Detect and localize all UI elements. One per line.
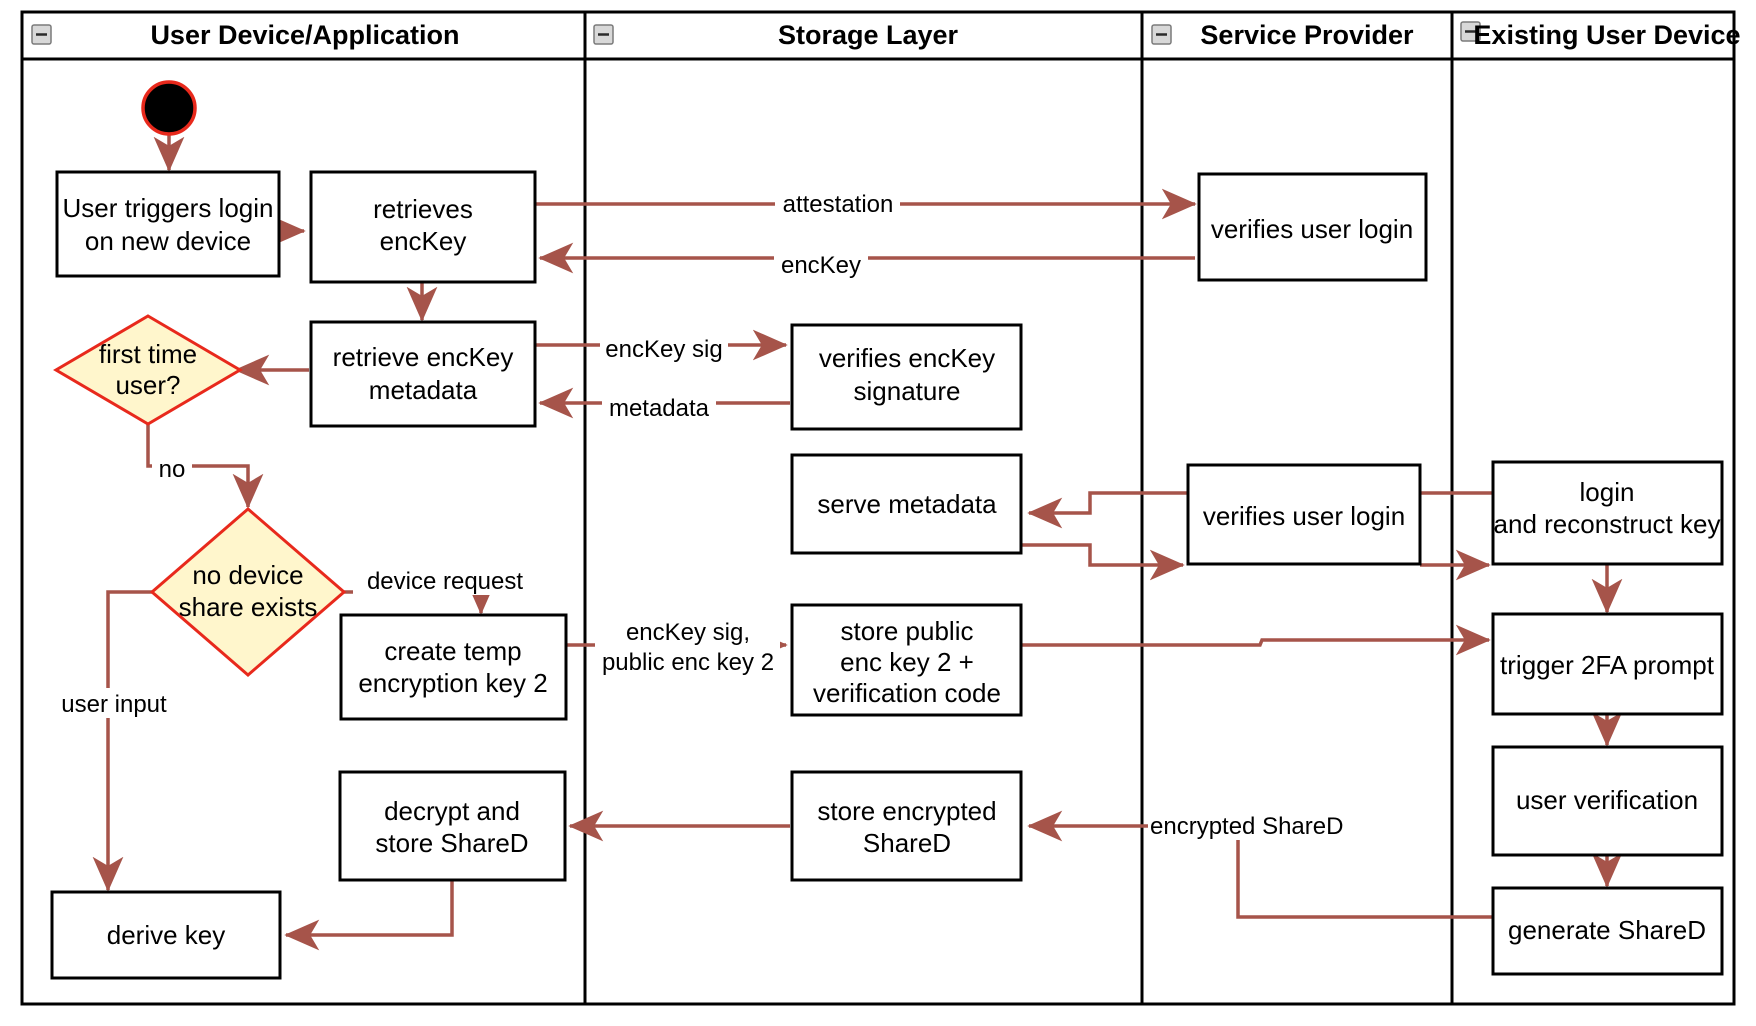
- svg-text:public enc key 2: public enc key 2: [602, 649, 774, 676]
- svg-text:create temp: create temp: [384, 636, 521, 666]
- decision-first-time-user[interactable]: first time user?: [53, 314, 243, 426]
- svg-text:login: login: [1580, 477, 1635, 507]
- edge-user-input: [92, 590, 156, 892]
- svg-text:signature: signature: [854, 376, 961, 406]
- edge-label-no: no: [152, 453, 192, 483]
- node-store-public-enc-key[interactable]: store public enc key 2 + verification co…: [790, 603, 1023, 717]
- node-verifies-user-login-2[interactable]: verifies user login: [1186, 463, 1422, 566]
- edge-store-public-to-2fa: [1022, 624, 1491, 656]
- edge-label-enckey-sig-pub: encKey sig, public enc key 2: [595, 615, 780, 677]
- svg-text:first time: first time: [99, 339, 197, 369]
- svg-text:store encrypted: store encrypted: [817, 796, 996, 826]
- initial-node[interactable]: [141, 80, 197, 136]
- lane-header-existing-device[interactable]: Existing User Device: [1460, 20, 1741, 50]
- lane-title-service-provider: Service Provider: [1200, 20, 1414, 50]
- svg-text:user verification: user verification: [1516, 785, 1698, 815]
- lane-title-existing-device: Existing User Device: [1473, 20, 1740, 50]
- svg-text:no device: no device: [192, 560, 303, 590]
- svg-text:serve metadata: serve metadata: [817, 489, 997, 519]
- svg-text:encKey sig: encKey sig: [605, 336, 722, 363]
- svg-text:retrieves: retrieves: [373, 194, 473, 224]
- edge-label-attestation: attestation: [775, 186, 900, 218]
- svg-text:encKey sig,: encKey sig,: [626, 619, 750, 646]
- svg-text:generate ShareD: generate ShareD: [1508, 915, 1706, 945]
- svg-text:encKey: encKey: [380, 226, 467, 256]
- svg-text:metadata: metadata: [609, 395, 710, 422]
- edge-label-enckey: encKey: [774, 247, 868, 279]
- node-decrypt-store-shared[interactable]: decrypt and store ShareD: [338, 770, 567, 882]
- svg-text:encryption key 2: encryption key 2: [358, 668, 547, 698]
- edge-decrypt-to-derive: [284, 880, 454, 951]
- node-serve-metadata[interactable]: serve metadata: [790, 453, 1023, 555]
- svg-text:derive key: derive key: [107, 920, 226, 950]
- svg-text:verifies user login: verifies user login: [1211, 214, 1413, 244]
- node-create-temp-key[interactable]: create temp encryption key 2: [339, 613, 568, 721]
- svg-text:verification code: verification code: [813, 678, 1001, 708]
- svg-text:on new device: on new device: [85, 226, 251, 256]
- decision-no-device-share[interactable]: no device share exists: [149, 507, 347, 677]
- edge-label-device-request: device request: [353, 565, 538, 595]
- svg-text:verifies encKey: verifies encKey: [819, 343, 995, 373]
- lane-header-service-provider[interactable]: Service Provider: [1151, 20, 1414, 50]
- svg-text:and reconstruct key: and reconstruct key: [1494, 509, 1721, 539]
- lane-header-storage[interactable]: Storage Layer: [593, 20, 959, 50]
- node-verifies-user-login-1[interactable]: verifies user login: [1197, 172, 1428, 282]
- svg-text:verifies user login: verifies user login: [1203, 501, 1405, 531]
- svg-text:metadata: metadata: [369, 375, 478, 405]
- svg-text:ShareD: ShareD: [863, 828, 951, 858]
- lane-header-user-device[interactable]: User Device/Application: [31, 20, 460, 50]
- edge-label-metadata: metadata: [602, 392, 716, 422]
- edge-label-enckey-sig: encKey sig: [600, 333, 728, 363]
- node-retrieve-metadata[interactable]: retrieve encKey metadata: [309, 320, 537, 428]
- edge-label-encrypted-shared: encrypted ShareD: [1148, 810, 1348, 840]
- minus-box-icon[interactable]: [1460, 21, 1481, 42]
- diagram-frame: [20, 10, 1736, 1006]
- node-login-reconstruct-key[interactable]: login and reconstruct key: [1491, 460, 1724, 566]
- svg-text:trigger 2FA prompt: trigger 2FA prompt: [1500, 650, 1715, 680]
- svg-text:store ShareD: store ShareD: [375, 828, 528, 858]
- node-verifies-enckey-signature[interactable]: verifies encKey signature: [790, 323, 1023, 431]
- svg-text:user?: user?: [115, 370, 180, 400]
- node-generate-shared[interactable]: generate ShareD: [1491, 886, 1724, 976]
- edge-serve-metadata-in: [1027, 491, 1187, 529]
- svg-text:device request: device request: [367, 568, 523, 595]
- lane-title-storage: Storage Layer: [778, 20, 959, 50]
- minus-box-icon[interactable]: [31, 24, 52, 45]
- lane-title-user-device: User Device/Application: [150, 20, 459, 50]
- svg-text:attestation: attestation: [783, 191, 894, 218]
- node-user-verification[interactable]: user verification: [1491, 745, 1724, 857]
- edge-device-request: [340, 579, 497, 615]
- edge-encrypted-shared: [1027, 810, 1493, 919]
- node-derive-key[interactable]: derive key: [50, 890, 282, 980]
- svg-text:User triggers login: User triggers login: [63, 193, 274, 223]
- edge-label-user-input: user input: [53, 688, 176, 718]
- edge-serve-metadata-out: [1022, 543, 1185, 581]
- svg-text:encKey: encKey: [781, 252, 861, 279]
- svg-text:decrypt and: decrypt and: [384, 796, 520, 826]
- node-store-encrypted-shared[interactable]: store encrypted ShareD: [790, 770, 1023, 882]
- svg-text:store public: store public: [841, 616, 974, 646]
- node-user-triggers-login[interactable]: User triggers login on new device: [55, 170, 281, 278]
- edge-no-branch: [146, 424, 264, 509]
- svg-text:share exists: share exists: [179, 592, 318, 622]
- svg-text:user input: user input: [61, 691, 167, 718]
- node-retrieves-enckey[interactable]: retrieves encKey: [309, 170, 537, 284]
- minus-box-icon[interactable]: [593, 24, 614, 45]
- svg-text:enc key 2 +: enc key 2 +: [840, 647, 974, 677]
- svg-text:retrieve encKey: retrieve encKey: [333, 342, 514, 372]
- svg-text:encrypted ShareD: encrypted ShareD: [1150, 813, 1343, 840]
- node-trigger-2fa-prompt[interactable]: trigger 2FA prompt: [1491, 612, 1724, 716]
- svg-text:no: no: [159, 456, 186, 483]
- minus-box-icon[interactable]: [1151, 24, 1172, 45]
